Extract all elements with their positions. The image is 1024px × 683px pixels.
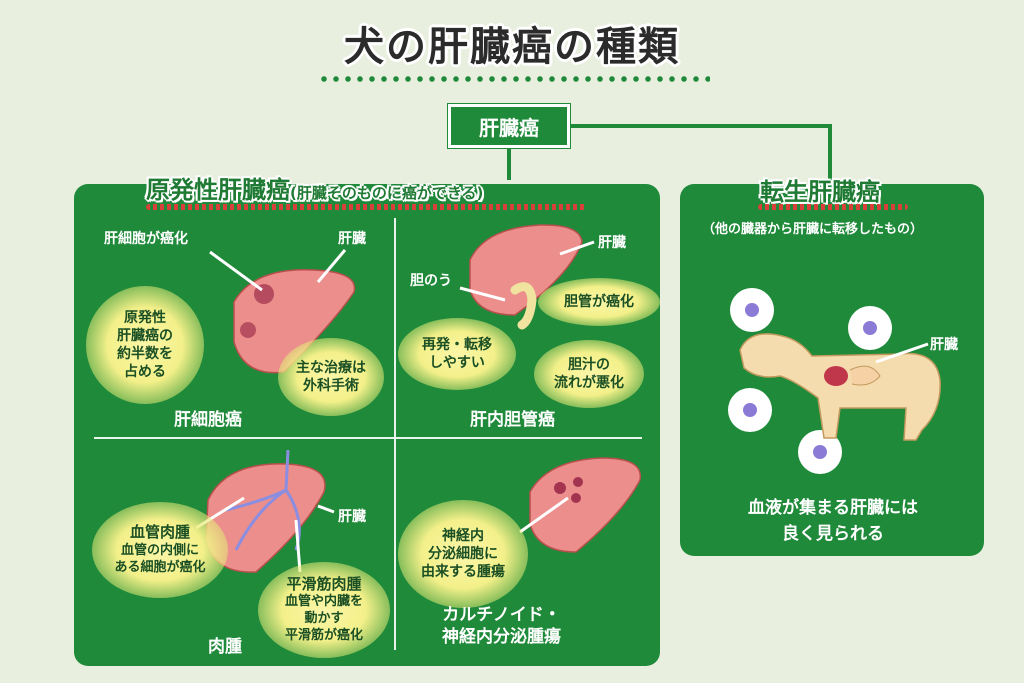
liver-illustration-hcc <box>233 269 356 374</box>
bile-bubble-flow: 胆汁の 流れが悪化 <box>534 340 644 408</box>
leiomyosarcoma-title: 平滑筋肉腫 <box>286 574 362 593</box>
sarcoma-bubble-leiomyosarcoma: 平滑筋肉腫 血管や内臓を 動かす 平滑筋が癌化 <box>258 562 390 658</box>
bile-bubble-ductal: 胆管が癌化 <box>538 278 660 326</box>
metastatic-caption: 血液が集まる肝臓には 良く見られる <box>748 498 918 544</box>
hcc-bubble-treatment: 主な治療は 外科手術 <box>278 338 384 416</box>
title-dotted-underline <box>318 75 710 83</box>
hcc-bubble-share: 原発性 肝臓癌の 約半数を 占める <box>86 286 204 404</box>
hemangiosarcoma-desc: 血管の内側に ある細胞が癌化 <box>114 542 206 575</box>
liver-illustration-carcinoid <box>529 457 642 553</box>
primary-subtitle: (肝臓そのものに癌ができる) <box>290 184 484 202</box>
carcinoid-bubble: 神経内 分泌細胞に 由来する腫瘍 <box>398 500 528 608</box>
leiomyosarcoma-desc: 血管や内臓を 動かす 平滑筋が癌化 <box>284 594 363 644</box>
metastatic-title: 転生肝臓癌 <box>760 178 880 206</box>
sarcoma-organ-label: 肝臓 <box>338 509 366 525</box>
bile-bubble-recurrence: 再発・転移 しやすい <box>398 318 516 390</box>
primary-title: 原発性肝臓癌(肝臓そのものに癌ができる) <box>146 170 483 205</box>
sarcoma-name: 肉腫 <box>208 637 242 657</box>
metastatic-subtitle: （他の臓器から肝臓に転移したもの） <box>702 222 924 237</box>
metastatic-title-underline <box>758 204 908 210</box>
carcinoid-name: カルチノイド・ 神経内分泌腫瘍 <box>442 605 561 648</box>
root-node: 肝臓癌 <box>448 104 570 148</box>
primary-title-text: 原発性肝臓癌 <box>146 176 290 204</box>
bile-organ-label: 肝臓 <box>598 235 626 251</box>
dog-illustration <box>728 288 941 474</box>
hcc-organ-label: 肝臓 <box>338 231 366 247</box>
liver-illustration-bile <box>469 224 583 330</box>
primary-title-underline <box>146 204 586 210</box>
cell-divider-horizontal <box>94 437 642 439</box>
metastatic-organ-label: 肝臓 <box>930 337 958 353</box>
liver-illustration-sarcoma <box>205 450 326 573</box>
bile-name: 肝内胆管癌 <box>470 410 555 430</box>
hemangiosarcoma-title: 血管肉腫 <box>129 523 190 542</box>
sarcoma-bubble-hemangiosarcoma: 血管肉腫 血管の内側に ある細胞が癌化 <box>92 502 228 598</box>
hcc-callout: 肝細胞が癌化 <box>104 231 188 247</box>
gallbladder-label: 胆のう <box>410 273 452 289</box>
cell-divider-vertical <box>394 218 396 650</box>
hcc-name: 肝細胞癌 <box>174 410 242 430</box>
page-title: 犬の肝臓癌の種類 <box>344 24 680 70</box>
